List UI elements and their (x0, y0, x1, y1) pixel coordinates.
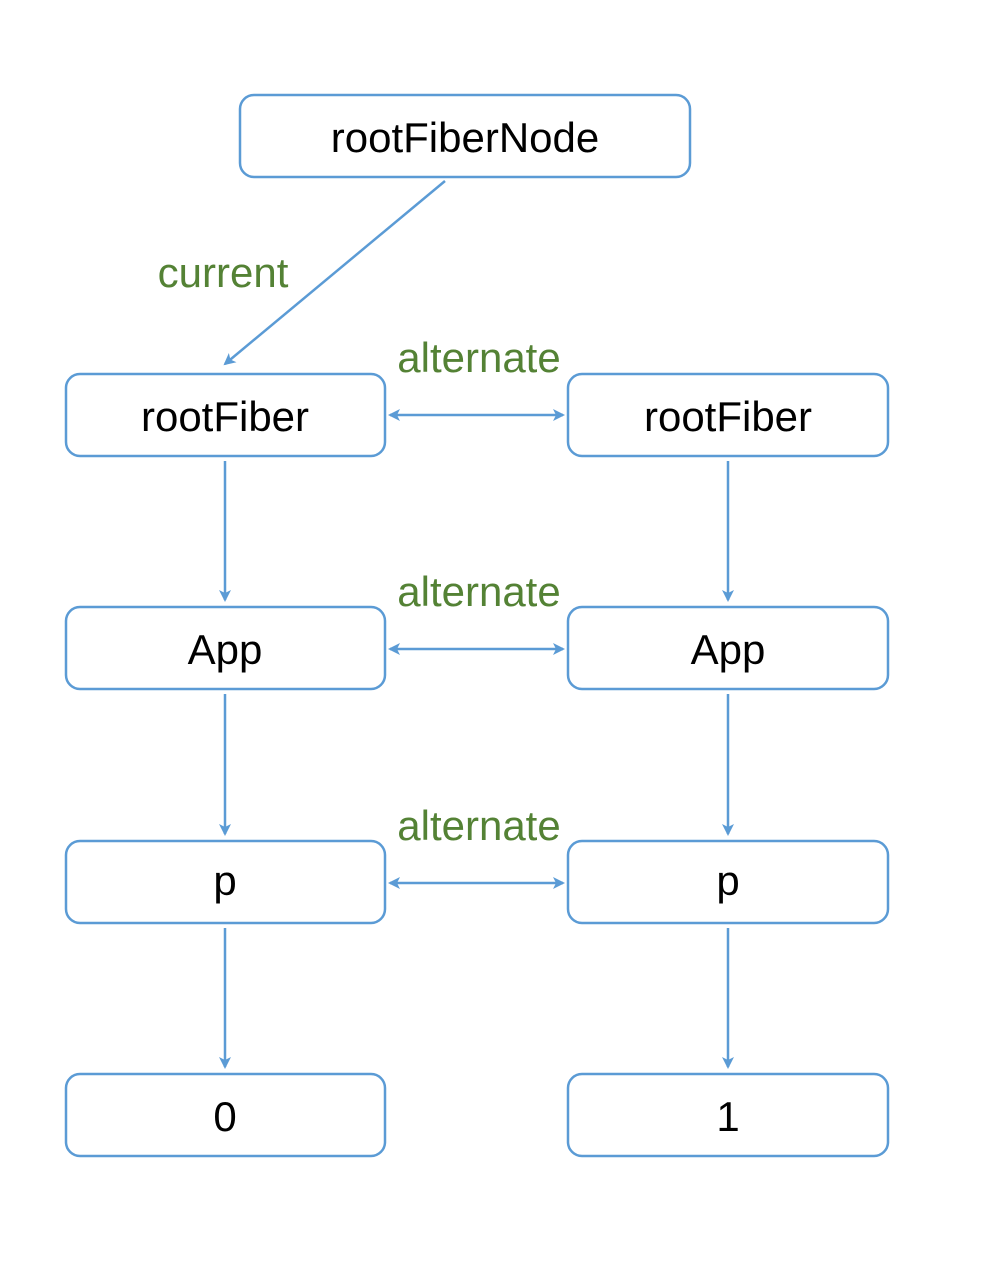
edge-label-alternate-root: alternate (397, 334, 560, 381)
edge-label-alternate-app: alternate (397, 568, 560, 615)
edges (219, 180, 734, 1069)
node-left-app-label: App (188, 626, 263, 673)
node-left-p-label: p (213, 857, 236, 904)
node-right-text-box (566, 1072, 890, 1158)
node-left-p-box (64, 839, 387, 925)
node-left-text-box (64, 1072, 387, 1158)
node-right-root-fiber-label: rootFiber (644, 393, 812, 440)
node-left-root-fiber-box (64, 372, 387, 458)
node-root-fiber-node-box (238, 93, 692, 179)
node-labels: rootFiberNode rootFiber rootFiber App Ap… (141, 114, 812, 1140)
node-right-app-label: App (691, 626, 766, 673)
edge-label-alternate-p: alternate (397, 802, 560, 849)
node-right-p-label: p (716, 857, 739, 904)
nodes (64, 93, 890, 1158)
node-left-app-box (64, 605, 387, 691)
current-arrow (223, 180, 446, 366)
node-root-fiber-node-label: rootFiberNode (331, 114, 599, 161)
node-right-p-box (566, 839, 890, 925)
node-right-app-box (566, 605, 890, 691)
node-left-text-label: 0 (213, 1093, 236, 1140)
node-right-text-label: 1 (716, 1093, 739, 1140)
edge-labels: current alternate alternate alternate (158, 249, 561, 849)
edge-label-current: current (158, 249, 289, 296)
node-right-root-fiber-box (566, 372, 890, 458)
node-left-root-fiber-label: rootFiber (141, 393, 309, 440)
